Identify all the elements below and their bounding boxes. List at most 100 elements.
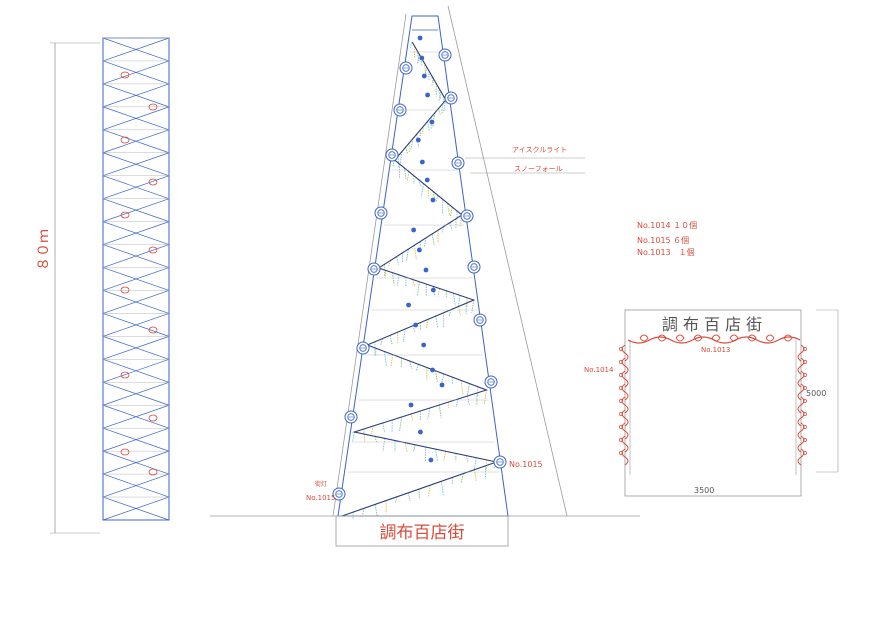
light-strand [435, 195, 439, 203]
garland-side-scroll [621, 344, 629, 362]
red-ring-icon [148, 414, 158, 422]
light-strand [440, 481, 444, 496]
red-ring-icon [148, 178, 158, 186]
callout-snowfall: スノーフォール [514, 165, 563, 173]
light-strand [403, 167, 407, 180]
garland-side-scroll [797, 422, 805, 440]
light-strand [483, 389, 487, 405]
light-strand [425, 319, 429, 330]
light-strand [416, 281, 420, 296]
blue-dot-icon [411, 227, 417, 233]
garland-curl [619, 386, 623, 390]
arch-sign-text: 調 布 百 店 街 [662, 315, 762, 334]
garland-side-scroll [797, 435, 805, 453]
garland-side-scroll [621, 370, 629, 388]
garland-curl [619, 373, 623, 377]
garland-curl [619, 360, 623, 364]
light-strand [460, 473, 464, 483]
blue-dot-icon [423, 267, 429, 273]
blue-dot-icon [429, 119, 435, 125]
light-strand [416, 134, 420, 148]
garland-side-scroll [621, 422, 629, 440]
brace-diagonal [102, 404, 170, 429]
ring-ornament-icon [467, 260, 481, 274]
blue-dot-icon [421, 73, 427, 79]
light-strand [374, 504, 378, 516]
light-strand [412, 444, 416, 452]
garland-scroll [657, 334, 667, 342]
brace-diagonal [102, 450, 170, 475]
light-strand [389, 335, 393, 345]
garland-scroll [747, 334, 757, 342]
light-strand [438, 91, 442, 101]
light-strand [455, 398, 459, 408]
light-strand [390, 354, 394, 367]
garland-scroll [711, 334, 721, 342]
height-label: ８０ｍ [36, 229, 52, 271]
garland-curl [619, 399, 623, 403]
ring-ornament-icon [451, 156, 465, 170]
light-strand [438, 108, 441, 116]
street-light-label: 街灯 [315, 480, 327, 488]
street-light-part-label: No.1015 [306, 494, 335, 502]
tree-light-strands [351, 41, 497, 520]
ring-ornament-icon [484, 375, 498, 389]
blue-dot-icon [413, 322, 419, 328]
light-strand [473, 469, 477, 481]
light-strand [382, 422, 386, 434]
garland-side-scroll [797, 357, 805, 375]
light-strand [383, 351, 387, 366]
light-strand [404, 442, 408, 452]
envelope-right [447, 5, 568, 517]
light-strand [351, 431, 355, 443]
red-ring-icon [120, 136, 130, 144]
light-strand [438, 87, 442, 99]
red-ring-icon [148, 103, 158, 111]
light-strand [407, 492, 411, 501]
blue-dot-icon [424, 177, 430, 183]
tree-outline [337, 15, 509, 517]
part-counts: No.1014 １０個 No.1015 ６個 No.1013 １個 [637, 220, 697, 257]
light-strand [423, 237, 427, 247]
garland-curl [619, 412, 623, 416]
base-sign-box [335, 515, 509, 547]
garland-curl [619, 438, 623, 442]
red-ring-icon [120, 71, 130, 79]
lattice-elevation: ８０ｍ [36, 37, 170, 534]
brace-diagonal [102, 60, 170, 85]
garland-scroll [639, 334, 649, 342]
garland-side-scroll [797, 383, 805, 401]
brace-diagonal [102, 267, 170, 291]
blue-dot-icon [419, 55, 425, 61]
garland-curl [619, 425, 623, 429]
garland-side-scroll [797, 409, 805, 427]
red-ring-icon [148, 246, 158, 254]
brace-diagonal [102, 83, 170, 108]
light-strand [427, 121, 430, 132]
ring-ornament-icon [438, 48, 452, 62]
blue-dot-icon [415, 137, 421, 143]
light-strand [370, 425, 374, 435]
red-ring-icon [120, 286, 130, 294]
red-ring-icon [120, 211, 130, 219]
light-strand [396, 274, 400, 286]
brace-diagonal [102, 244, 170, 268]
red-ring-icon [120, 448, 130, 456]
ring-ornament-icon [356, 341, 370, 355]
light-strand [416, 50, 420, 62]
garland-side-scroll [797, 370, 805, 388]
light-strand [382, 438, 386, 452]
light-strand [410, 413, 414, 422]
arch-width-label: 3500 [694, 486, 714, 495]
brace-diagonal [102, 129, 170, 154]
count-line-3: No.1013 １個 [637, 247, 695, 257]
blue-dot-icon [408, 402, 414, 408]
callout-icicle-light: アイスクルライト [512, 146, 567, 154]
light-strand [441, 226, 445, 233]
blue-dot-icon [418, 429, 423, 435]
ring-ornament-icon [367, 262, 381, 276]
count-line-1: No.1014 １０個 [637, 220, 697, 230]
brace-diagonal [102, 37, 170, 62]
garland-curl [803, 438, 807, 442]
light-strand [421, 183, 424, 197]
